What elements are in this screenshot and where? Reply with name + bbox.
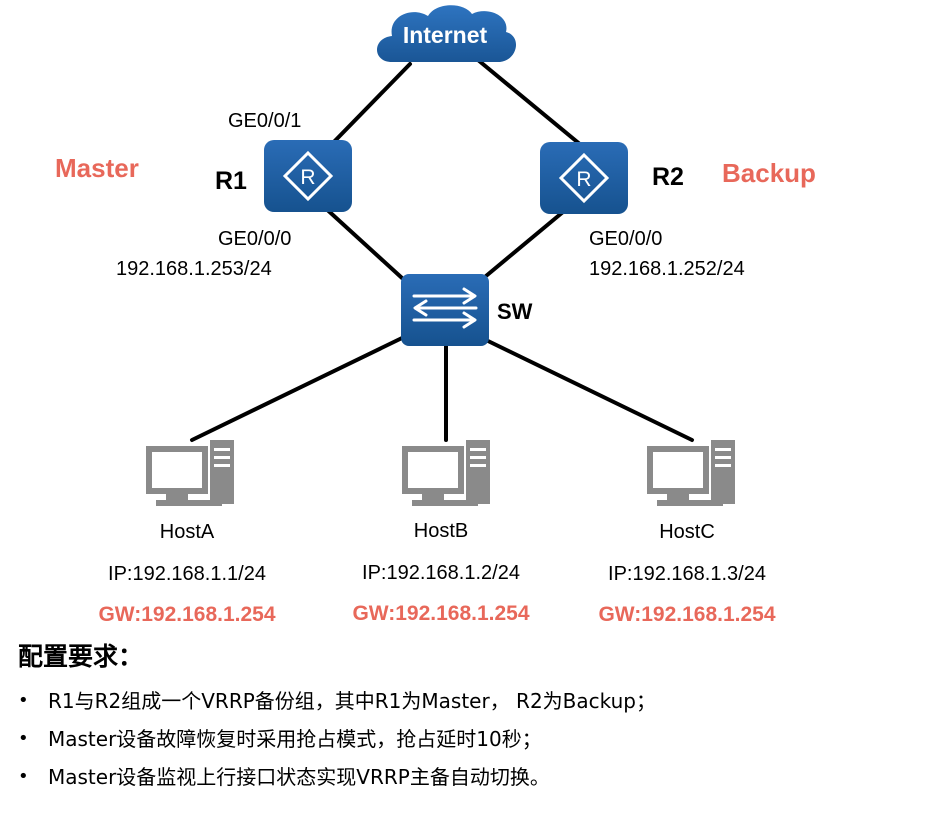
router-icon: R bbox=[558, 152, 610, 204]
link-internet-r1 bbox=[324, 62, 412, 152]
links bbox=[190, 58, 694, 442]
requirement-text: R1与R2组成一个VRRP备份组，其中R1为Master， R2为Backup； bbox=[48, 689, 656, 713]
list-item: • R1与R2组成一个VRRP备份组，其中R1为Master， R2为Backu… bbox=[18, 682, 918, 720]
link-r2-sw bbox=[484, 205, 571, 278]
switch-sw-body bbox=[401, 274, 489, 346]
cloud-icon bbox=[377, 5, 517, 62]
link-sw-hostc bbox=[484, 338, 694, 442]
switch-icon bbox=[412, 287, 478, 329]
switch-sw bbox=[401, 274, 489, 346]
r2-downlink-port: GE0/0/0 bbox=[589, 228, 662, 250]
link-sw-hosta bbox=[190, 336, 404, 442]
hostb-pc bbox=[402, 440, 490, 506]
pc-icon bbox=[146, 440, 234, 506]
svg-text:R: R bbox=[300, 166, 315, 189]
hostc-gw: GW:192.168.1.254 bbox=[598, 603, 775, 626]
labels: GE0/0/1 Master R1 GE0/0/0 192.168.1.253/… bbox=[55, 110, 816, 626]
link-r1-sw bbox=[320, 203, 404, 280]
pc-icon bbox=[647, 440, 735, 506]
requirements-section: 配置要求： • R1与R2组成一个VRRP备份组，其中R1为Master， R2… bbox=[18, 640, 918, 796]
list-item: • Master设备监视上行接口状态实现VRRP主备自动切换。 bbox=[18, 758, 918, 796]
internet-label: Internet bbox=[403, 22, 488, 48]
hosta-gw: GW:192.168.1.254 bbox=[98, 603, 275, 626]
hostb-gw: GW:192.168.1.254 bbox=[352, 602, 529, 625]
requirement-text: Master设备故障恢复时采用抢占模式，抢占延时10秒； bbox=[48, 727, 542, 751]
hostb-ip: IP:192.168.1.2/24 bbox=[362, 562, 520, 584]
router-r1: R bbox=[264, 140, 352, 212]
r1-downlink-port: GE0/0/0 bbox=[218, 228, 291, 250]
r2-role-label: Backup bbox=[722, 158, 816, 188]
router-r2-body bbox=[540, 142, 628, 214]
r2-ip: 192.168.1.252/24 bbox=[589, 258, 745, 280]
requirements-title: 配置要求： bbox=[18, 642, 144, 671]
r1-name: R1 bbox=[215, 167, 247, 195]
internet-cloud: Internet bbox=[377, 5, 517, 62]
hostc-name: HostC bbox=[659, 521, 715, 543]
hostc-ip: IP:192.168.1.3/24 bbox=[608, 563, 766, 585]
r2-name: R2 bbox=[652, 163, 684, 191]
r1-role-label: Master bbox=[55, 153, 139, 183]
r1-uplink-port: GE0/0/1 bbox=[228, 110, 301, 132]
router-icon: R bbox=[282, 150, 334, 202]
list-item: • Master设备故障恢复时采用抢占模式，抢占延时10秒； bbox=[18, 720, 918, 758]
link-internet-r2 bbox=[476, 58, 589, 152]
hosta-name: HostA bbox=[160, 521, 215, 543]
bullet-icon: • bbox=[18, 728, 29, 749]
hosta-ip: IP:192.168.1.1/24 bbox=[108, 563, 266, 585]
bullet-icon: • bbox=[18, 690, 29, 711]
router-r2: R bbox=[540, 142, 628, 214]
requirement-text: Master设备监视上行接口状态实现VRRP主备自动切换。 bbox=[48, 765, 550, 789]
bullet-icon: • bbox=[18, 766, 29, 787]
svg-text:R: R bbox=[576, 168, 591, 191]
hostb-name: HostB bbox=[414, 520, 468, 542]
pc-icon bbox=[402, 440, 490, 506]
hostc-pc bbox=[647, 440, 735, 506]
hosta-pc bbox=[146, 440, 234, 506]
requirements-list: • R1与R2组成一个VRRP备份组，其中R1为Master， R2为Backu… bbox=[18, 682, 918, 796]
router-r1-body bbox=[264, 140, 352, 212]
r1-ip: 192.168.1.253/24 bbox=[116, 258, 272, 280]
sw-name: SW bbox=[497, 299, 533, 324]
